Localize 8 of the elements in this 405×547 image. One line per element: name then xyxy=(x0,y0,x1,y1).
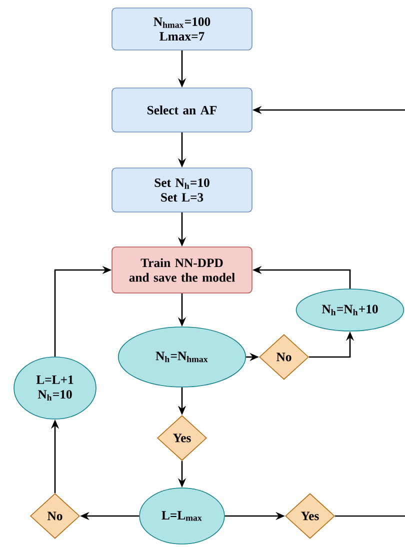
process-box: N$_{hmax}$=100 Lmax=7 xyxy=(112,8,252,50)
ellipse-node: N$_{h}$=N$_{h}$+10 xyxy=(296,288,404,332)
ellipse-node: L=L$_{max}$ xyxy=(139,488,225,544)
process-box: Train NN-DPD and save the model xyxy=(112,246,252,294)
process-box: Select an AF xyxy=(112,88,252,132)
ellipse-node: N$_{h}$=N$_{hmax}$ xyxy=(118,326,246,388)
ellipse-node: L=L+1 N$_{h}$=10 xyxy=(14,356,96,420)
process-box: Set N$_{h}$=10 Set L=3 xyxy=(112,168,252,212)
